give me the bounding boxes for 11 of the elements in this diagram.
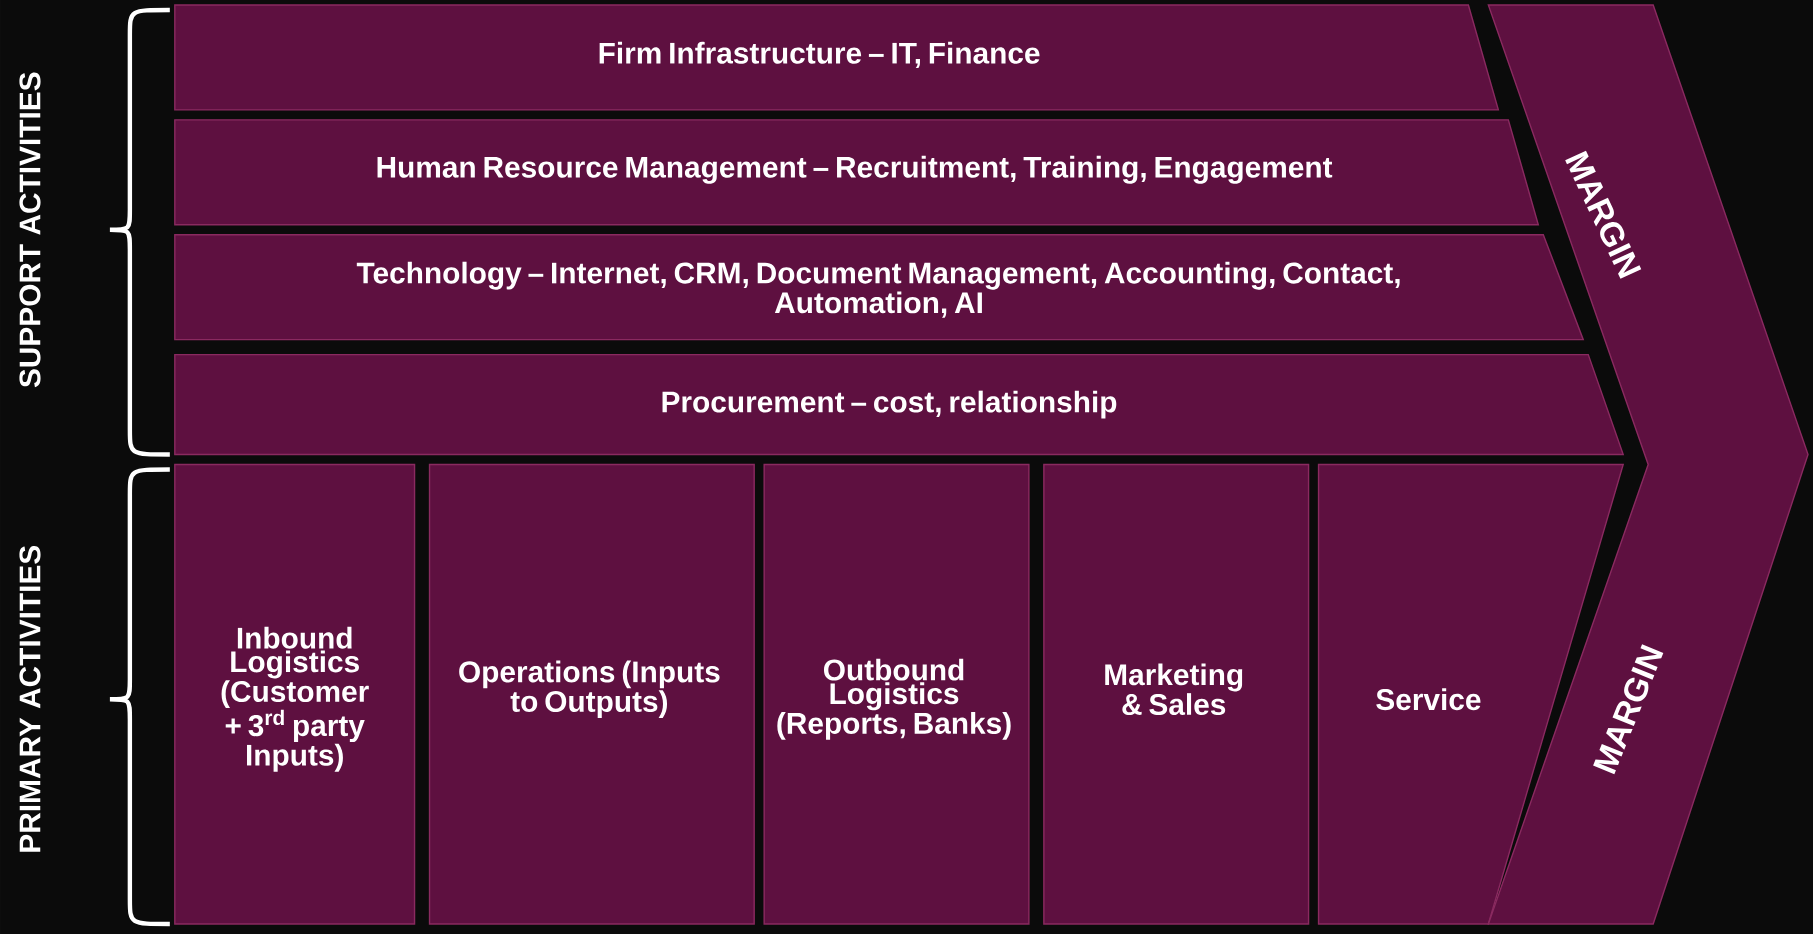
node-label: Service	[1376, 688, 1481, 711]
support-activity-band: Firm Infrastructure – IT, Finance	[174, 4, 1500, 111]
side-label: PRIMARY ACTIVITIES	[19, 545, 41, 852]
primary-activity-box: Marketing & Sales	[1043, 463, 1310, 925]
support-activity-band: Human Resource Management – Recruitment, Training, Engagement	[174, 119, 1540, 226]
support-activity-band: Procurement – cost, relationship	[174, 353, 1625, 456]
side-label: SUPPORT ACTIVITIES	[19, 72, 41, 388]
primary-activity-box: Operations (Inputs to Outputs)	[428, 463, 755, 925]
primary-activity-box: Outbound Logistics (Reports, Banks)	[763, 463, 1030, 925]
primary-activity-box: Inbound Logistics (Customer + 3$^{rd}$ party Inputs)	[174, 463, 416, 925]
support-activity-band: Technology – Internet, CRM, Document Management, Accounting, Contact, Automation, AI	[174, 234, 1585, 341]
